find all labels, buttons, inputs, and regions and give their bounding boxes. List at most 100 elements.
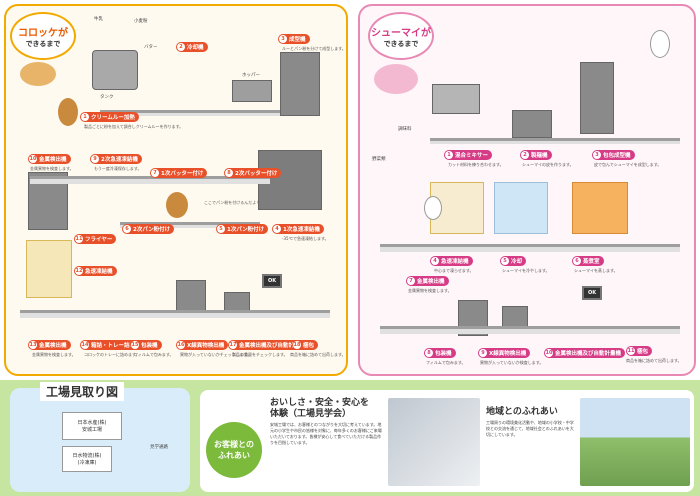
croquette-title-small: できるまで [25, 39, 61, 48]
croquette-note-15: フィルムで包みます。 [134, 352, 174, 357]
tour-title-line2: 体験（工場見学会） [270, 408, 352, 419]
label-butter: バター [144, 45, 158, 50]
map-visitor-path: 見学通路 [150, 445, 168, 450]
croquette-note-17: 製品の重量をチェックします。 [232, 352, 288, 357]
wrapper-machine [580, 62, 614, 134]
local-text: 工場周りの環境美化活動や、地域の小学校・中学校との交流を通じて、地域社会とのふれ… [486, 420, 574, 437]
mascot-speech: ここでパン粉を付けるんだよ！ [204, 200, 261, 205]
quick-freezer [26, 240, 72, 298]
factory-map [10, 388, 190, 492]
croquette-note-18: 商品を箱に詰めて出荷します。 [290, 352, 346, 357]
shumai-note-6: シューマイを蒸します。 [574, 268, 618, 273]
shumai-title-big: シューマイが [371, 27, 431, 39]
croquette-title-big: コロッケが [18, 27, 68, 39]
shumai-note-4: 中心まで凍らせます。 [434, 268, 474, 273]
shumai-note-9: 異物が入っていないか検査します。 [480, 360, 544, 365]
shumai-mascot-2 [650, 30, 670, 58]
tour-photo [388, 398, 480, 486]
steaming-room [572, 182, 628, 234]
guest-circle-line1: お客様との [214, 440, 254, 449]
conveyor-lower [120, 222, 260, 228]
tour-title: おいしさ・安全・安心を 体験（工場見学会） [270, 398, 369, 420]
croquette-note-4: -35℃で急速凍結します。 [282, 236, 329, 241]
shumai-conveyor-mid [380, 244, 680, 252]
croquette-mascot [58, 98, 78, 126]
shumai-sample [374, 64, 418, 94]
noodle-machine [512, 110, 552, 138]
shumai-note-3: 皮で包んでシューマイを成型します。 [594, 162, 662, 167]
shumai-title-small: できるまで [383, 39, 419, 48]
croquette-note-1: 製品ごとに粉を加えて調合しクリームルーを作ります。 [84, 124, 184, 129]
shumai-note-7: 金属異物を検査します。 [408, 288, 452, 293]
shumai-note-5: シューマイを冷やします。 [502, 268, 550, 273]
shumai-note-11: 商品を箱に詰めて出荷します。 [626, 358, 682, 363]
croquette-note-13: 金属異物を検査します。 [32, 352, 76, 357]
conveyor-middle [30, 176, 270, 184]
factory-map-title: 工場見取り図 [40, 382, 125, 401]
map-building-warehouse: 日水物流(株) (冷凍庫) [62, 446, 112, 472]
croquette-note-3: ルーとパン粉を分けて成型します。 [282, 46, 346, 51]
shumai-note-1: カット材料を練り合わせます。 [448, 162, 504, 167]
croquette-note-14: コロッケのトレーに詰めます。 [84, 352, 140, 357]
cooling-unit [494, 182, 548, 234]
label-hopper: ホッパー [242, 73, 260, 78]
tour-text: 安城工場では、お客様とのつながりを大切に考えています。地元の小学生や市民の皆様を… [270, 422, 382, 445]
shumai-conveyor-bottom [380, 326, 680, 334]
guest-circle-line2: ふれあい [218, 451, 250, 460]
label-flour: 小麦粉 [134, 19, 148, 24]
label-milk: 牛乳 [94, 17, 103, 22]
croquette-title: コロッケが できるまで [10, 12, 76, 60]
tour-title-line1: おいしさ・安全・安心を [270, 398, 370, 408]
shumai-note-8: フィルムで包みます。 [426, 360, 466, 365]
molding-machine [280, 52, 320, 116]
cream-tank [92, 50, 138, 90]
croquette-note-9: もう一度冷凍保存します。 [94, 166, 142, 171]
shumai-mascot [424, 196, 442, 220]
croquette-note-16: 異物が入っていないかチェックします。 [180, 352, 252, 357]
shumai-note-2: シューマイの皮を作ります。 [522, 162, 574, 167]
guest-circle: お客様との ふれあい [206, 422, 262, 478]
label-seasoning: 調味料 [398, 127, 412, 132]
conveyor-bottom [20, 310, 330, 318]
local-photo [580, 398, 690, 486]
conveyor-top [100, 110, 280, 116]
mixer [432, 84, 480, 114]
shumai-conveyor-top [430, 138, 680, 144]
label-tank: タンク [100, 95, 114, 100]
hopper [232, 80, 272, 102]
label-vegetables: 野菜類 [372, 157, 386, 162]
shumai-title: シューマイが できるまで [368, 12, 434, 60]
local-title: 地域とのふれあい [486, 407, 558, 417]
croquette-note-10: 金属異物を検査します。 [30, 166, 74, 171]
croquette-plate [20, 62, 56, 86]
